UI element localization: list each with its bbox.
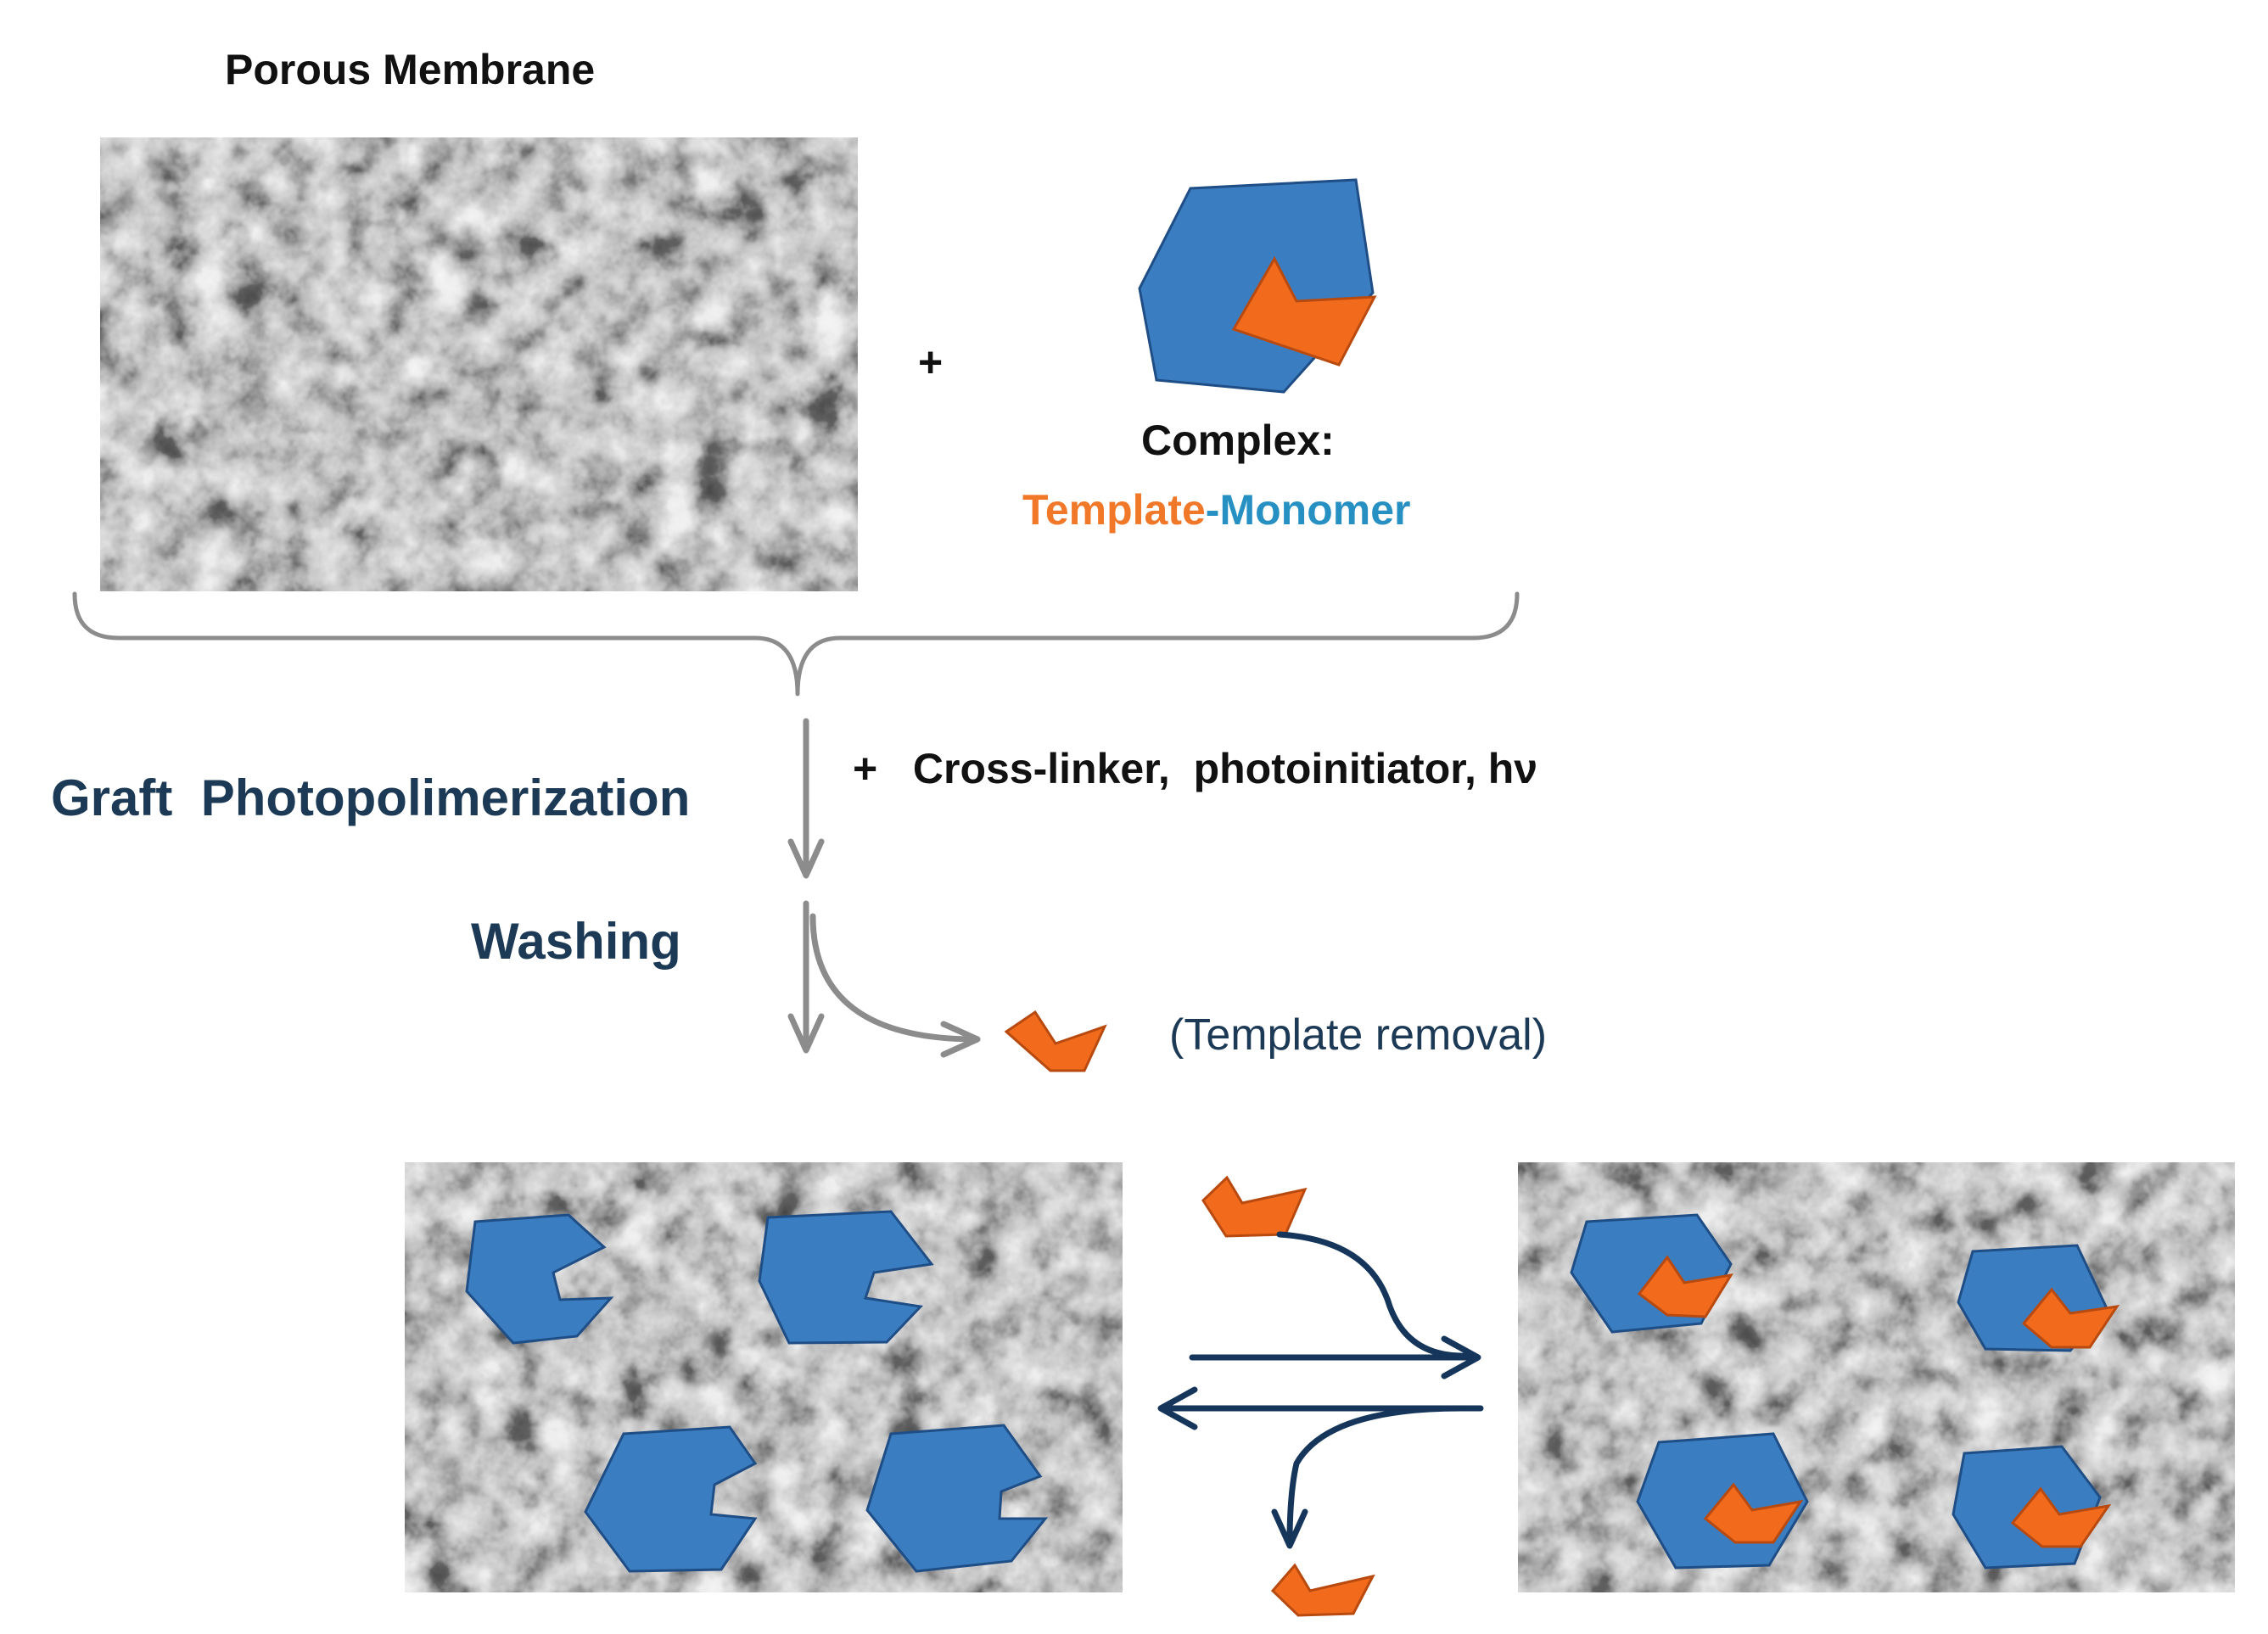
template-orange-shape (1637, 1255, 1733, 1318)
complex-glyph (1138, 178, 1377, 394)
removed-template-shape (1004, 1010, 1107, 1072)
graft-photopolymerization-label: Graft Photopolimerization (51, 769, 691, 826)
cavity-shape (865, 1424, 1049, 1573)
incoming-template-shape (1201, 1175, 1308, 1238)
cavity-shape (584, 1425, 758, 1573)
template-orange-shape (2021, 1287, 2120, 1349)
reagents-label: + Cross-linker, photoinitiator, hν (853, 745, 1538, 792)
template-orange-shape (2010, 1486, 2112, 1548)
template-removal-label: (Template removal) (1169, 1010, 1548, 1060)
cavity-shape (758, 1210, 934, 1345)
grouping-brace (72, 591, 1520, 697)
released-template-shape (1270, 1563, 1375, 1617)
hyphen: - (1205, 486, 1220, 534)
rebound-complexes (1570, 1213, 2120, 1570)
imprinted-cavities (465, 1210, 1049, 1573)
diagram-title: Porous Membrane (225, 46, 596, 93)
porous-membrane-micrograph (100, 137, 858, 591)
template-orange-shape (1703, 1482, 1804, 1544)
cavity-shape (465, 1213, 614, 1345)
template-word: Template (1022, 486, 1206, 534)
monomer-word: Monomer (1219, 486, 1411, 534)
equilibrium-arrows (1157, 1231, 1484, 1549)
process-arrows (787, 718, 981, 1058)
complex-label: Complex: (1141, 417, 1335, 464)
washing-label: Washing (471, 913, 681, 970)
complex-composition-label: Template-Monomer (1022, 485, 1410, 534)
plus-sign: + (918, 339, 944, 386)
template-orange-shape (1231, 255, 1377, 367)
